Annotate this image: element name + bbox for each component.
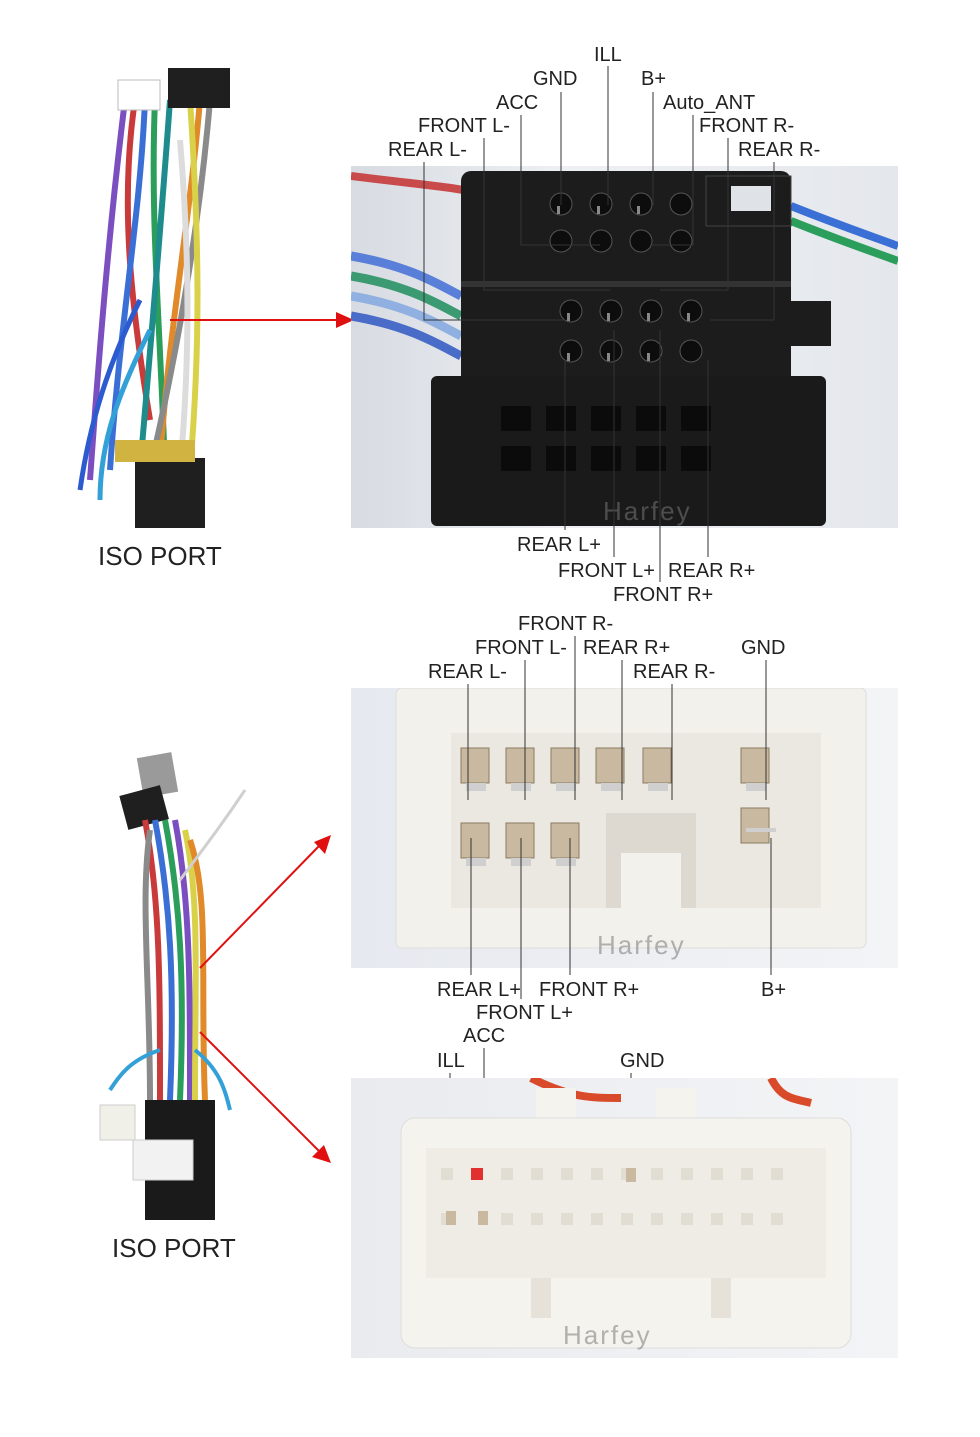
label-front-r-minus-2: FRONT R- xyxy=(518,613,614,635)
label-rear-l-minus-2: REAR L- xyxy=(428,661,507,683)
white-connector-photo-a: Harfey xyxy=(351,688,898,968)
label-front-r-plus: FRONT R+ xyxy=(613,584,714,606)
label-front-r-plus-2: FRONT R+ xyxy=(539,979,640,1001)
watermark: Harfey xyxy=(603,496,692,526)
label-front-l-plus: FRONT L+ xyxy=(558,560,655,582)
white-connector-photo-b: Harfey xyxy=(351,1078,898,1358)
label-auto-ant: Auto_ANT xyxy=(663,92,756,114)
label-gnd-3: GND xyxy=(620,1050,665,1072)
iso-harness-2 xyxy=(99,752,247,1220)
label-b-plus: B+ xyxy=(641,68,667,90)
label-rear-l-minus: REAR L- xyxy=(388,139,467,161)
label-rear-r-plus-2: REAR R+ xyxy=(583,637,671,659)
label-acc: ACC xyxy=(496,92,539,114)
watermark-b: Harfey xyxy=(563,1320,652,1350)
label-acc-2: ACC xyxy=(463,1025,506,1047)
label-b-plus-2: B+ xyxy=(761,979,787,1001)
label-front-l-plus-2: FRONT L+ xyxy=(476,1002,573,1024)
label-front-r-minus: FRONT R- xyxy=(699,115,795,137)
label-ill-2: ILL xyxy=(437,1050,465,1072)
label-front-l-minus: FRONT L- xyxy=(418,115,510,137)
label-ill: ILL xyxy=(594,44,622,66)
iso-port-label-1: ISO PORT xyxy=(98,541,222,571)
label-gnd: GND xyxy=(533,68,578,90)
label-rear-r-minus-2: REAR R- xyxy=(633,661,716,683)
iso-harness-1 xyxy=(77,68,230,528)
label-rear-l-plus: REAR L+ xyxy=(517,534,601,556)
iso-connector-photo-black: Harfey xyxy=(351,166,898,528)
label-rear-r-minus: REAR R- xyxy=(738,139,821,161)
label-gnd-2: GND xyxy=(741,637,786,659)
watermark: Harfey xyxy=(597,930,686,960)
label-front-l-minus-2: FRONT L- xyxy=(475,637,567,659)
label-rear-r-plus: REAR R+ xyxy=(668,560,756,582)
label-rear-l-plus-2: REAR L+ xyxy=(437,979,521,1001)
iso-port-label-2: ISO PORT xyxy=(112,1233,236,1263)
